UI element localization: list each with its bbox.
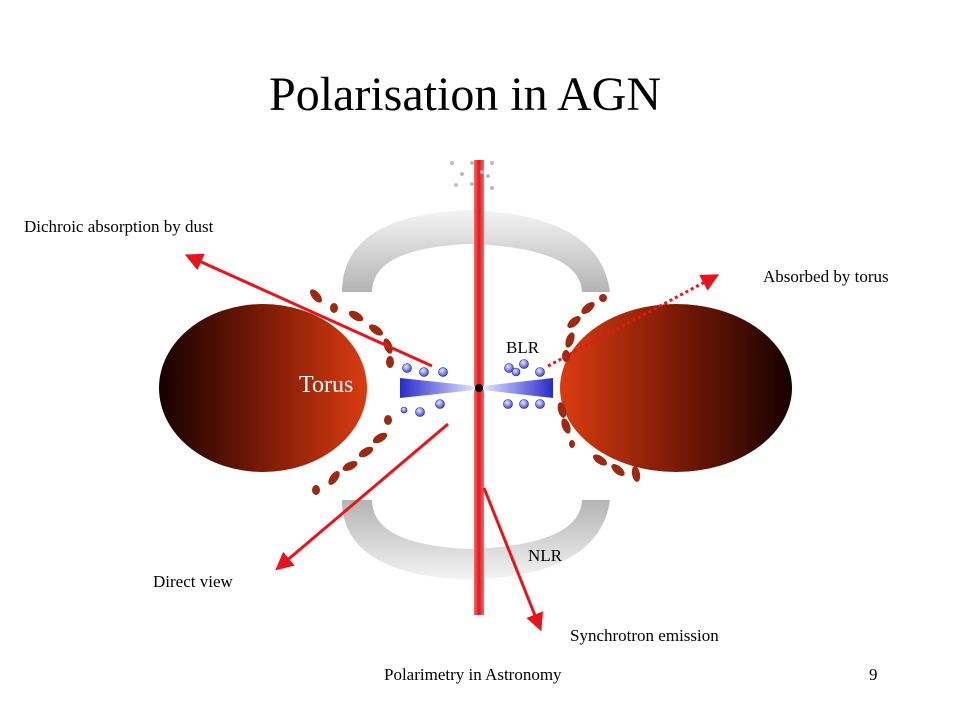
dust-blobs-left [310, 289, 394, 495]
label-torus: Torus [299, 372, 354, 398]
arrow-synchrotron [482, 487, 544, 632]
label-absorbed-by-torus: Absorbed by torus [763, 267, 889, 286]
central-engine [475, 384, 483, 392]
jet-speckles [450, 161, 494, 190]
nlr-cone-top [342, 210, 610, 292]
label-dichroic-absorption: Dichroic absorption by dust [24, 217, 214, 236]
label-direct-view: Direct view [153, 572, 233, 591]
accretion-disk-right [483, 378, 553, 398]
blr-clouds [400, 359, 545, 417]
slide-footer: Polarimetry in Astronomy [384, 665, 562, 684]
label-synchrotron-emission: Synchrotron emission [570, 626, 719, 645]
page-number: 9 [869, 665, 878, 684]
slide-title: Polarisation in AGN [269, 68, 661, 121]
arrow-absorbed [547, 274, 720, 368]
arrow-dichroic [184, 253, 433, 368]
torus-right [560, 304, 792, 472]
accretion-disk-left [400, 378, 475, 398]
nlr-cone-bottom [342, 500, 610, 580]
label-nlr: NLR [528, 546, 562, 565]
torus-left [159, 304, 367, 472]
label-blr: BLR [506, 338, 540, 357]
dust-blobs-right [557, 294, 641, 482]
arrow-direct [275, 422, 449, 571]
